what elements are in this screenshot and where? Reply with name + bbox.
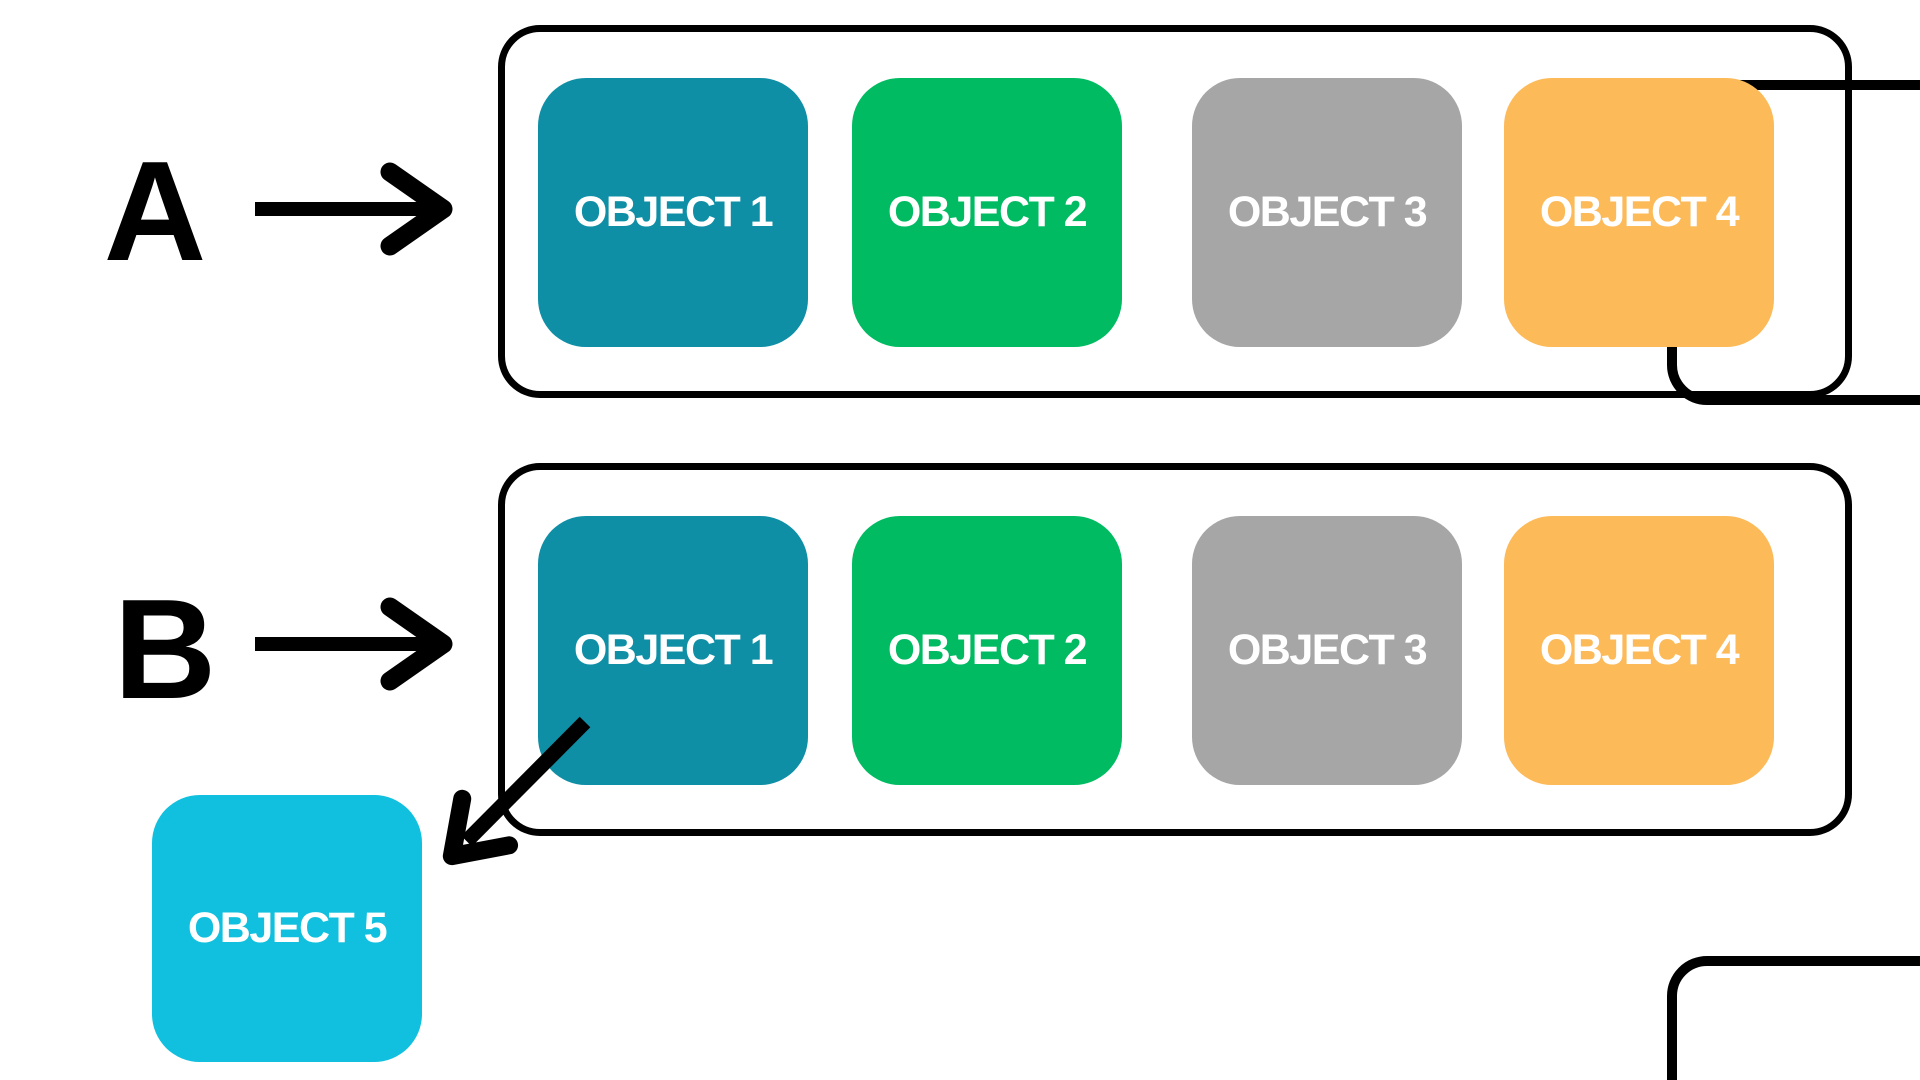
row-a-object-2-label: OBJECT 2 xyxy=(887,188,1088,236)
object-5: OBJECT 5 xyxy=(152,795,422,1062)
row-b-object-4-label: OBJECT 4 xyxy=(1539,626,1740,674)
row-b-subgroup-outline xyxy=(1667,956,1920,1080)
row-b-object-1-label: OBJECT 1 xyxy=(573,626,774,674)
row-b-object-2-label: OBJECT 2 xyxy=(887,626,1088,674)
row-b-object-1: OBJECT 1 xyxy=(538,516,808,785)
row-a-object-3: OBJECT 3 xyxy=(1192,78,1462,347)
row-a-label: A xyxy=(103,132,207,291)
row-a-object-4-label: OBJECT 4 xyxy=(1539,188,1740,236)
row-b-label: B xyxy=(113,570,217,729)
row-a-object-3-label: OBJECT 3 xyxy=(1227,188,1428,236)
row-b-object-3: OBJECT 3 xyxy=(1192,516,1462,785)
row-b-object-2: OBJECT 2 xyxy=(852,516,1122,785)
row-b-object-4: OBJECT 4 xyxy=(1504,516,1774,785)
row-a-object-1: OBJECT 1 xyxy=(538,78,808,347)
row-a-object-1-label: OBJECT 1 xyxy=(573,188,774,236)
object-5-label: OBJECT 5 xyxy=(187,904,388,952)
row-a-object-2: OBJECT 2 xyxy=(852,78,1122,347)
row-b-object-3-label: OBJECT 3 xyxy=(1227,626,1428,674)
row-a-object-4: OBJECT 4 xyxy=(1504,78,1774,347)
arrow-a-icon xyxy=(255,162,453,256)
arrow-b-icon xyxy=(255,597,453,691)
